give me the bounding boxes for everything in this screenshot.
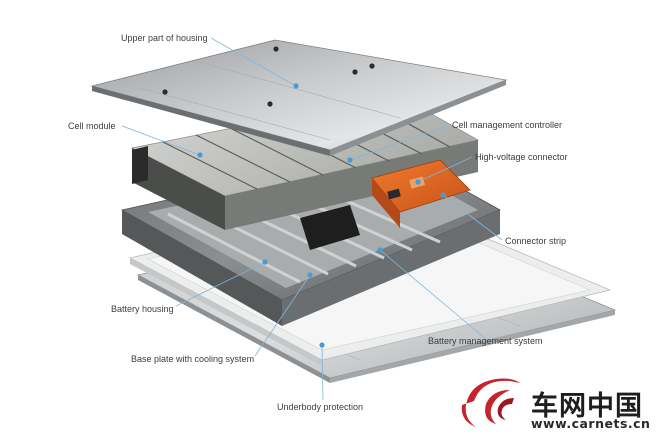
leader-battery-housing <box>175 261 266 307</box>
leader-dot <box>307 272 313 278</box>
leader-hv-connector <box>417 156 473 183</box>
carnets-logo-emblem <box>461 378 520 427</box>
leader-upper-housing <box>210 37 297 87</box>
leader-dot <box>440 192 446 198</box>
watermark-url-text: www.carnets.cn <box>531 416 651 431</box>
label-hv-connector: High-voltage connector <box>475 152 568 162</box>
leader-dot <box>347 157 353 163</box>
label-connector-strip: Connector strip <box>505 236 567 246</box>
leader-cell-mgmt-controller <box>349 125 448 161</box>
leader-dot <box>377 247 383 253</box>
leader-dot <box>319 342 325 348</box>
leader-dot <box>197 152 203 158</box>
leader-underbody <box>321 344 324 401</box>
leader-dot <box>293 83 299 89</box>
leader-bms <box>379 249 488 341</box>
label-base-plate: Base plate with cooling system <box>131 354 255 364</box>
label-upper-housing: Upper part of housing <box>121 33 208 43</box>
leader-dot <box>262 259 268 265</box>
watermark-chinese-text: 车网中国 <box>531 391 643 422</box>
leader-connector-strip <box>442 194 503 241</box>
leader-base-plate <box>254 274 311 357</box>
label-bms: Battery management system <box>428 336 543 346</box>
label-cell-mgmt-controller: Cell management controller <box>452 120 563 130</box>
label-underbody: Underbody protection <box>277 402 364 412</box>
label-cell-module: Cell module <box>68 121 116 131</box>
hv-connector-block <box>371 159 471 228</box>
leader-dot <box>415 179 421 185</box>
leader-cell-module <box>121 125 201 156</box>
upper-housing-lid <box>90 39 508 156</box>
label-battery-housing: Battery housing <box>111 304 174 314</box>
callout-leader-lines <box>121 37 503 401</box>
